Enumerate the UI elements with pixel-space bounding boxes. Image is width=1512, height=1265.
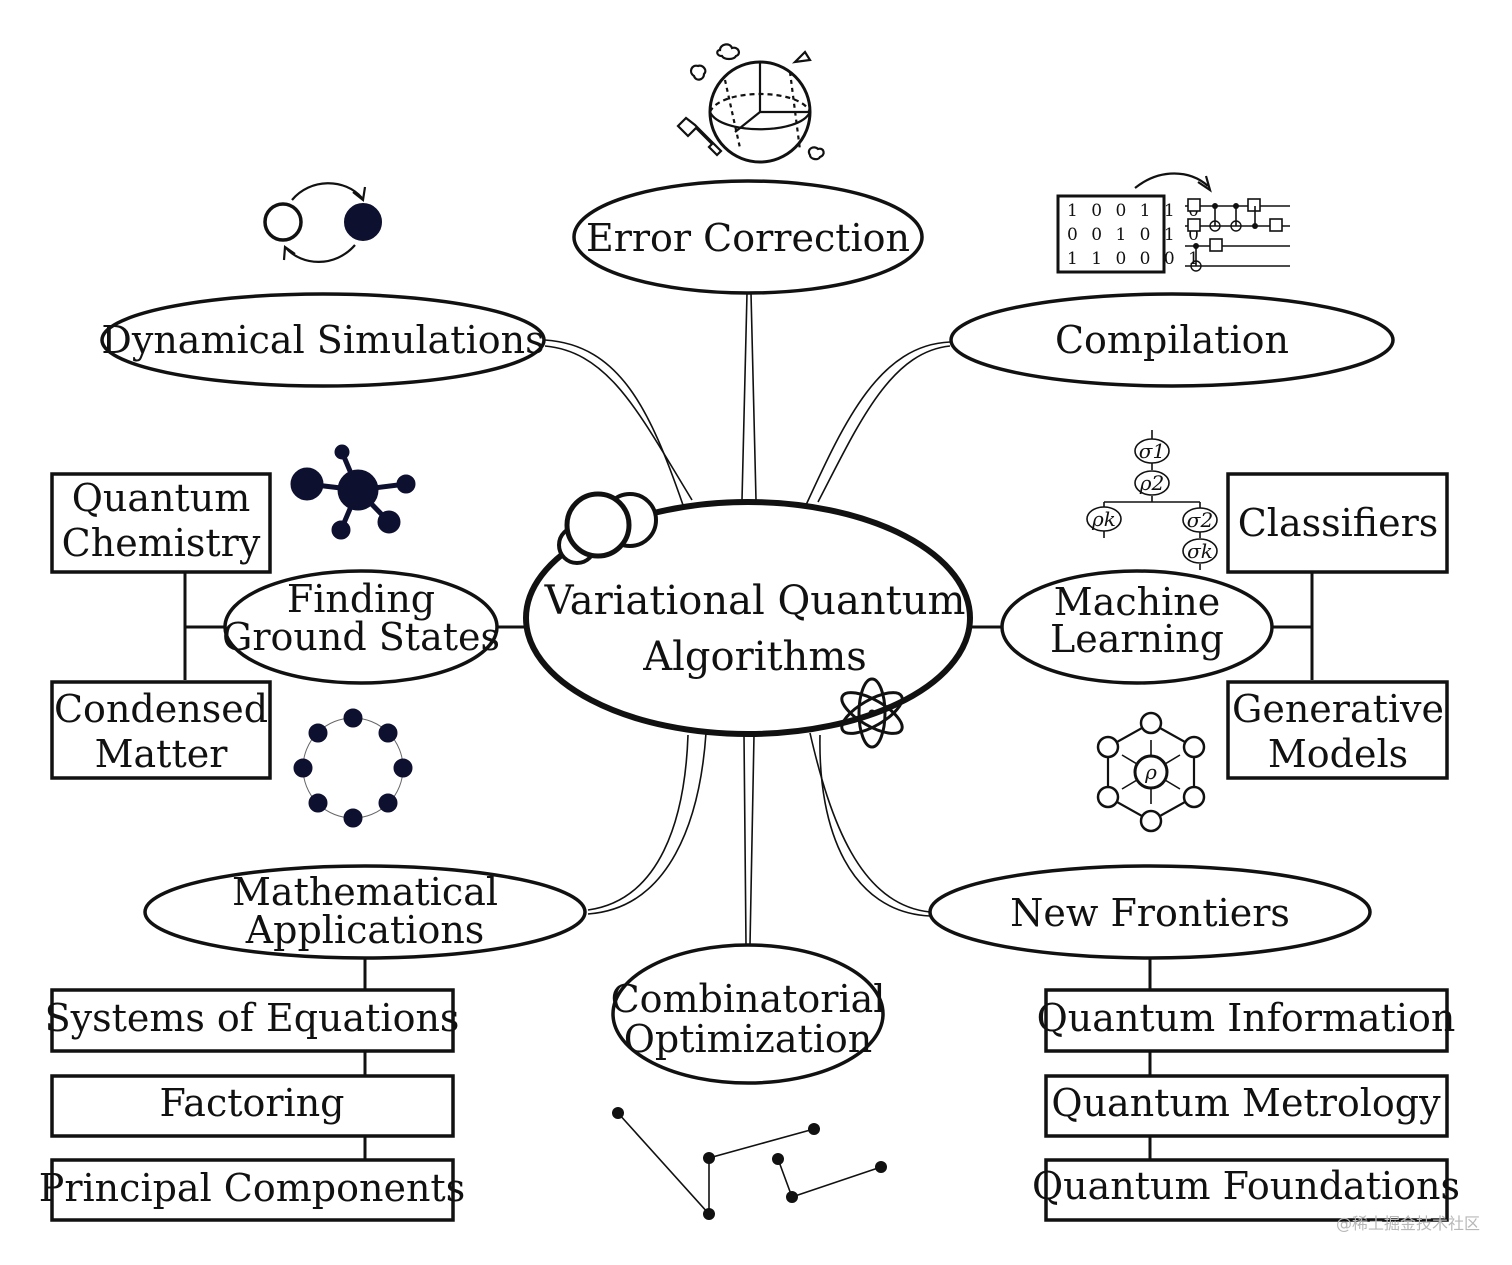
center-title-line1: Variational Quantum [544, 578, 966, 624]
binary-to-circuit-icon: 1 0 0 1 1 0 0 0 1 0 1 0 1 1 0 0 0 1 [1056, 172, 1290, 274]
quantum-information-box: Quantum Information [1037, 988, 1456, 1053]
mathematical-applications-node: Mathematical Applications [143, 864, 587, 960]
finding-ground-states-node: Finding Ground States [222, 569, 500, 685]
quantum-foundations-label: Quantum Foundations [1032, 1164, 1460, 1208]
watermark: @稀土掘金技术社区 [1336, 1214, 1480, 1233]
mathematical-applications-line1: Mathematical [232, 870, 498, 914]
principal-components-box: Principal Components [39, 1158, 465, 1222]
condensed-matter-box: Condensed Matter [50, 680, 272, 780]
quantum-metrology-box: Quantum Metrology [1044, 1074, 1449, 1138]
combinatorial-optimization-line2: Optimization [624, 1017, 873, 1061]
connectors [183, 292, 1314, 1160]
quantum-foundations-box: Quantum Foundations [1032, 1158, 1460, 1222]
bit-row-2: 0 0 1 0 1 0 [1067, 225, 1203, 245]
center-title-line2: Algorithms [642, 634, 867, 680]
decision-tree-icon: σ1 ρ2 ρk σ2 σk [1086, 430, 1218, 570]
tree-symbol-rhok: ρk [1091, 507, 1116, 531]
graph-path-icon [612, 1107, 887, 1220]
condensed-matter-line1: Condensed [54, 687, 268, 731]
quantum-chemistry-line1: Quantum [72, 476, 251, 520]
error-correction-label: Error Correction [586, 216, 910, 260]
machine-learning-ellipse [1000, 569, 1274, 685]
tree-symbol-sigmak: σk [1187, 539, 1213, 563]
combinatorial-optimization-line1: Combinatorial [611, 977, 886, 1021]
bubble-icon-large [564, 491, 632, 559]
compilation-node: Compilation [949, 292, 1395, 388]
dynamical-simulations-label: Dynamical Simulations [101, 318, 544, 362]
finding-ground-states-line1: Finding [287, 577, 435, 621]
new-frontiers-label: New Frontiers [1010, 891, 1290, 935]
generative-models-line2: Models [1268, 732, 1408, 776]
machine-learning-line1: Machine [1054, 580, 1220, 624]
bit-row-1: 1 0 0 1 1 0 [1067, 201, 1203, 221]
atom-icon [840, 677, 904, 749]
oscillation-icon [263, 182, 382, 263]
machine-learning-node: Machine Learning [1000, 569, 1274, 685]
finding-ground-states-line2: Ground States [222, 615, 500, 659]
mathematical-applications-line2: Applications [245, 908, 485, 952]
quantum-metrology-label: Quantum Metrology [1051, 1081, 1441, 1125]
hexagon-rho-icon: ρ [1096, 711, 1206, 833]
bloch-sphere-icon [676, 43, 825, 164]
condensed-matter-line2: Matter [95, 732, 229, 776]
new-frontiers-node: New Frontiers [928, 864, 1372, 960]
principal-components-label: Principal Components [39, 1166, 465, 1210]
center-node: Variational Quantum Algorithms [523, 491, 973, 749]
machine-learning-line2: Learning [1050, 617, 1224, 661]
tree-symbol-rho2: ρ2 [1139, 471, 1164, 495]
dynamical-simulations-node: Dynamical Simulations [100, 292, 546, 388]
quantum-information-label: Quantum Information [1037, 996, 1456, 1040]
generative-models-box: Generative Models [1226, 680, 1449, 780]
quantum-chemistry-line2: Chemistry [62, 521, 261, 565]
molecule-icon [290, 444, 416, 540]
combinatorial-optimization-node: Combinatorial Optimization [611, 943, 886, 1085]
factoring-box: Factoring [50, 1074, 455, 1138]
bit-row-3: 1 1 0 0 0 1 [1067, 249, 1203, 269]
error-correction-node: Error Correction [572, 179, 924, 295]
lattice-ring-icon [293, 708, 413, 828]
tree-symbol-sigma1: σ1 [1139, 439, 1165, 463]
compilation-label: Compilation [1055, 318, 1289, 362]
tree-symbol-sigma2: σ2 [1187, 508, 1213, 532]
factoring-label: Factoring [160, 1081, 345, 1125]
generative-models-line1: Generative [1232, 687, 1444, 731]
systems-of-equations-label: Systems of Equations [45, 996, 460, 1040]
quantum-chemistry-box: Quantum Chemistry [50, 472, 272, 574]
classifiers-label: Classifiers [1238, 501, 1439, 545]
classifiers-box: Classifiers [1226, 472, 1449, 574]
systems-of-equations-box: Systems of Equations [45, 988, 460, 1053]
rho-symbol: ρ [1144, 760, 1157, 784]
